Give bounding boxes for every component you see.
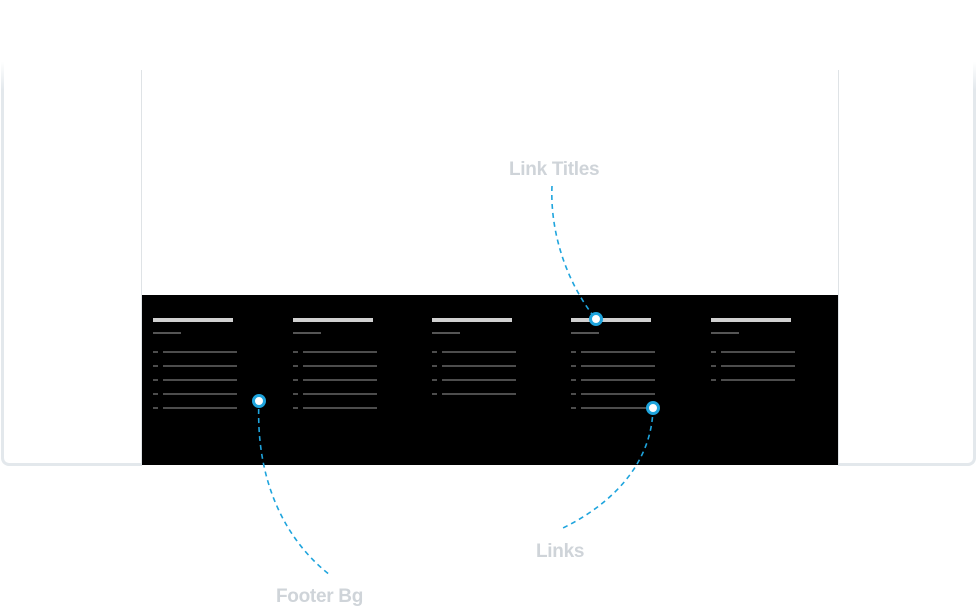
footer-link-bullet — [293, 393, 298, 395]
footer-link-text-placeholder — [303, 379, 377, 381]
label-links: Links — [536, 541, 585, 562]
footer-link-bullet — [153, 351, 158, 353]
footer-link-title — [571, 318, 651, 322]
footer-link[interactable] — [711, 351, 795, 353]
footer-link[interactable] — [153, 351, 237, 353]
footer-link-bullet — [571, 379, 576, 381]
footer-link-text-placeholder — [442, 393, 516, 395]
footer-link-bullet — [432, 365, 437, 367]
footer-link[interactable] — [571, 393, 655, 395]
footer-link-bullet — [153, 365, 158, 367]
footer-link-text-placeholder — [721, 365, 795, 367]
footer-link-text-placeholder — [581, 393, 655, 395]
footer-link-bullet — [571, 351, 576, 353]
footer-link-text-placeholder — [581, 379, 655, 381]
footer-link[interactable] — [432, 365, 516, 367]
label-footer-bg: Footer Bg — [276, 586, 364, 607]
footer-link[interactable] — [571, 365, 655, 367]
footer-link-bullet — [432, 393, 437, 395]
footer-link-bullet — [153, 407, 158, 409]
footer-link-text-placeholder — [721, 351, 795, 353]
footer-link[interactable] — [711, 365, 795, 367]
footer-link-bullet — [293, 351, 298, 353]
footer-link-title — [153, 318, 233, 322]
footer-link-title — [432, 318, 512, 322]
footer-link[interactable] — [293, 365, 377, 367]
footer-link[interactable] — [432, 393, 516, 395]
footer-link-bullet — [293, 379, 298, 381]
footer-link-title — [711, 318, 791, 322]
footer-link-bullet — [571, 365, 576, 367]
footer-link-text-placeholder — [721, 379, 795, 381]
footer-link-text-placeholder — [303, 393, 377, 395]
footer-link-text-placeholder — [163, 365, 237, 367]
footer-link-text-placeholder — [581, 407, 655, 409]
footer-link[interactable] — [293, 379, 377, 381]
footer-link[interactable] — [293, 407, 377, 409]
footer-link-bullet — [293, 365, 298, 367]
footer-link-text-placeholder — [303, 365, 377, 367]
footer-link-text-placeholder — [442, 379, 516, 381]
footer-link-text-placeholder — [163, 407, 237, 409]
footer-link-bullet — [153, 393, 158, 395]
footer-link-bullet — [432, 379, 437, 381]
footer-link-text-placeholder — [442, 351, 516, 353]
label-link-titles: Link Titles — [509, 159, 600, 180]
footer-link[interactable] — [153, 407, 237, 409]
footer-link[interactable] — [432, 351, 516, 353]
footer-link-bullet — [153, 379, 158, 381]
footer-link[interactable] — [571, 379, 655, 381]
footer-link-bullet — [711, 379, 716, 381]
footer-link-text-placeholder — [442, 365, 516, 367]
footer-link-title — [293, 318, 373, 322]
footer-link[interactable] — [293, 351, 377, 353]
footer-link-bullet — [293, 407, 298, 409]
footer-link[interactable] — [432, 379, 516, 381]
footer — [142, 295, 838, 465]
footer-link-bullet — [711, 351, 716, 353]
footer-link-text-placeholder — [581, 351, 655, 353]
footer-link[interactable] — [293, 393, 377, 395]
footer-link-bullet — [711, 365, 716, 367]
footer-title-underline — [293, 332, 321, 334]
footer-link-bullet — [432, 351, 437, 353]
footer-link-bullet — [571, 393, 576, 395]
footer-link-text-placeholder — [163, 351, 237, 353]
footer-title-underline — [711, 332, 739, 334]
footer-link-text-placeholder — [163, 379, 237, 381]
footer-link-text-placeholder — [303, 407, 377, 409]
footer-link[interactable] — [711, 379, 795, 381]
footer-link-text-placeholder — [581, 365, 655, 367]
footer-link[interactable] — [153, 365, 237, 367]
footer-title-underline — [571, 332, 599, 334]
footer-link-bullet — [571, 407, 576, 409]
footer-link[interactable] — [571, 407, 655, 409]
footer-title-underline — [432, 332, 460, 334]
footer-title-underline — [153, 332, 181, 334]
footer-link[interactable] — [571, 351, 655, 353]
footer-link-text-placeholder — [163, 393, 237, 395]
footer-link[interactable] — [153, 379, 237, 381]
footer-link-text-placeholder — [303, 351, 377, 353]
footer-link[interactable] — [153, 393, 237, 395]
